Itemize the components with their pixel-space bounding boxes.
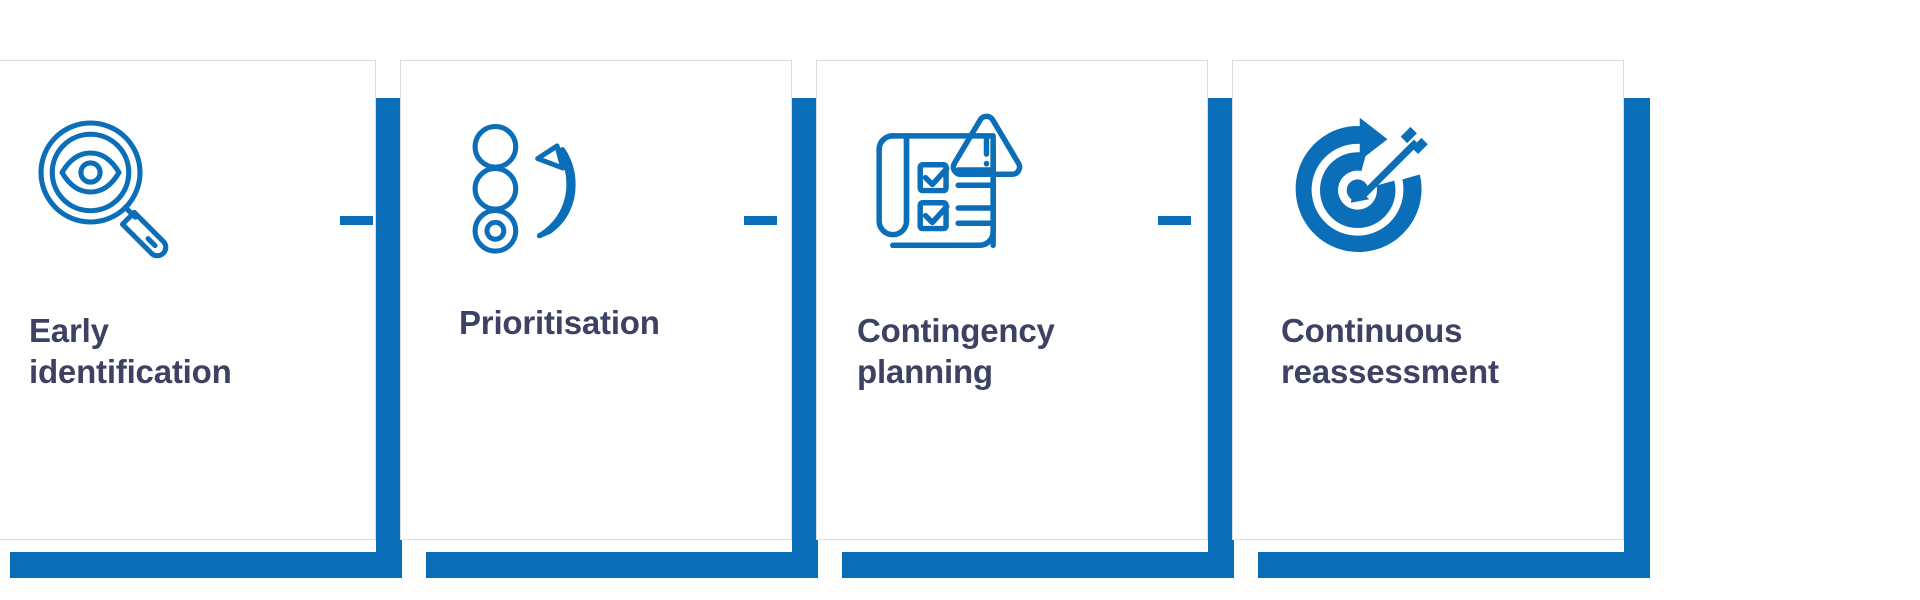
accent-bar-right bbox=[1208, 98, 1234, 578]
step-label-line2: planning bbox=[857, 352, 993, 390]
accent-bar-bottom bbox=[842, 552, 1234, 578]
step-icon-container bbox=[401, 61, 791, 311]
step-label: Early identification bbox=[0, 311, 375, 393]
step-label-line1: Prioritisation bbox=[459, 304, 660, 341]
step-label-line1: Contingency bbox=[857, 312, 1055, 349]
magnifier-eye-icon bbox=[29, 111, 179, 261]
connector-dash bbox=[1210, 216, 1243, 225]
stacked-circles-arrow-icon bbox=[459, 116, 599, 256]
process-step-4[interactable]: Continuous reassessment bbox=[1232, 60, 1650, 578]
accent-bar-right bbox=[792, 98, 818, 578]
card-accent-shadow bbox=[842, 98, 1234, 578]
step-card[interactable]: Continuous reassessment bbox=[1232, 60, 1624, 540]
accent-bar-bottom bbox=[1258, 552, 1650, 578]
connector-dash bbox=[744, 216, 777, 225]
process-step-1[interactable]: Early identification bbox=[0, 60, 402, 578]
accent-bar-right bbox=[1624, 98, 1650, 578]
step-icon-container bbox=[1233, 61, 1623, 311]
step-label-line2: identification bbox=[29, 352, 232, 390]
step-label: Continuous reassessment bbox=[1233, 311, 1623, 393]
step-label: Contingency planning bbox=[817, 311, 1207, 393]
accent-bar-bottom bbox=[426, 552, 818, 578]
connector-dash bbox=[796, 216, 829, 225]
target-arrow-refresh-icon bbox=[1281, 111, 1437, 261]
card-accent-shadow bbox=[10, 98, 402, 578]
accent-bar-bottom bbox=[10, 552, 402, 578]
card-accent-shadow bbox=[1258, 98, 1650, 578]
step-label: Prioritisation bbox=[401, 303, 791, 344]
step-card[interactable]: Early identification bbox=[0, 60, 376, 540]
checklist-warning-icon bbox=[857, 110, 1029, 262]
step-label-line2: reassessment bbox=[1281, 352, 1499, 390]
connector-dash bbox=[1158, 216, 1191, 225]
accent-bar-right bbox=[376, 98, 402, 578]
process-step-3[interactable]: Contingency planning bbox=[816, 60, 1234, 578]
connector-dash bbox=[340, 216, 373, 225]
step-card[interactable]: Prioritisation bbox=[400, 60, 792, 540]
step-icon-container bbox=[0, 61, 375, 311]
step-label-line1: Continuous bbox=[1281, 312, 1463, 349]
step-label-line1: Early bbox=[29, 312, 109, 349]
process-step-2[interactable]: Prioritisation bbox=[400, 60, 818, 578]
card-accent-shadow bbox=[426, 98, 818, 578]
step-icon-container bbox=[817, 61, 1207, 311]
step-card[interactable]: Contingency planning bbox=[816, 60, 1208, 540]
